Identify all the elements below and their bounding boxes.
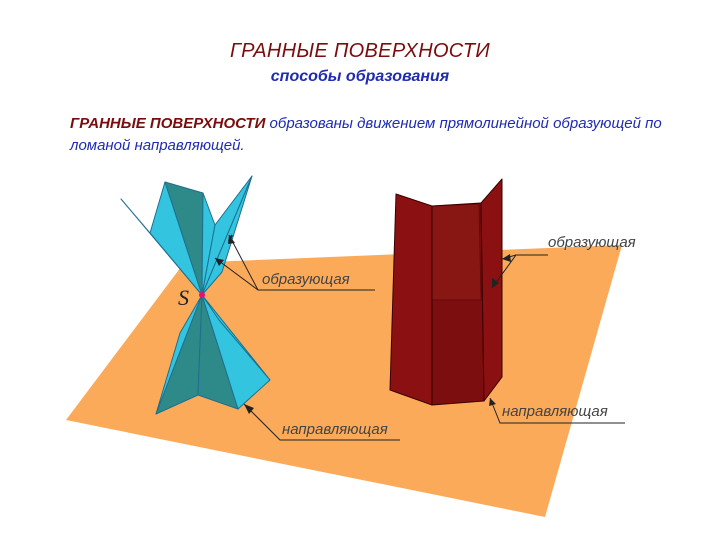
apex-point — [199, 292, 205, 298]
apex-label: S — [178, 285, 189, 310]
prism-surface — [389, 178, 503, 406]
pyramid-surface — [120, 175, 271, 415]
prism-directrix-label: направляющая — [502, 403, 608, 420]
description-text: ГРАННЫЕ ПОВЕРХНОСТИ образованы движением… — [70, 113, 680, 157]
prism-generatrix-label: образующая — [548, 234, 636, 251]
leader-lines — [214, 234, 625, 441]
page-subtitle: способы образования — [270, 68, 450, 85]
pyramid-generatrix-label: образующая — [262, 271, 350, 288]
description-body: образованы движением прямолинейной образ… — [70, 115, 662, 154]
page-title: ГРАННЫЕ ПОВЕРХНОСТИ — [229, 40, 491, 62]
description-term: ГРАННЫЕ ПОВЕРХНОСТИ — [70, 115, 266, 132]
pyramid-directrix-label: направляющая — [282, 421, 388, 438]
arrowheads — [215, 235, 511, 414]
